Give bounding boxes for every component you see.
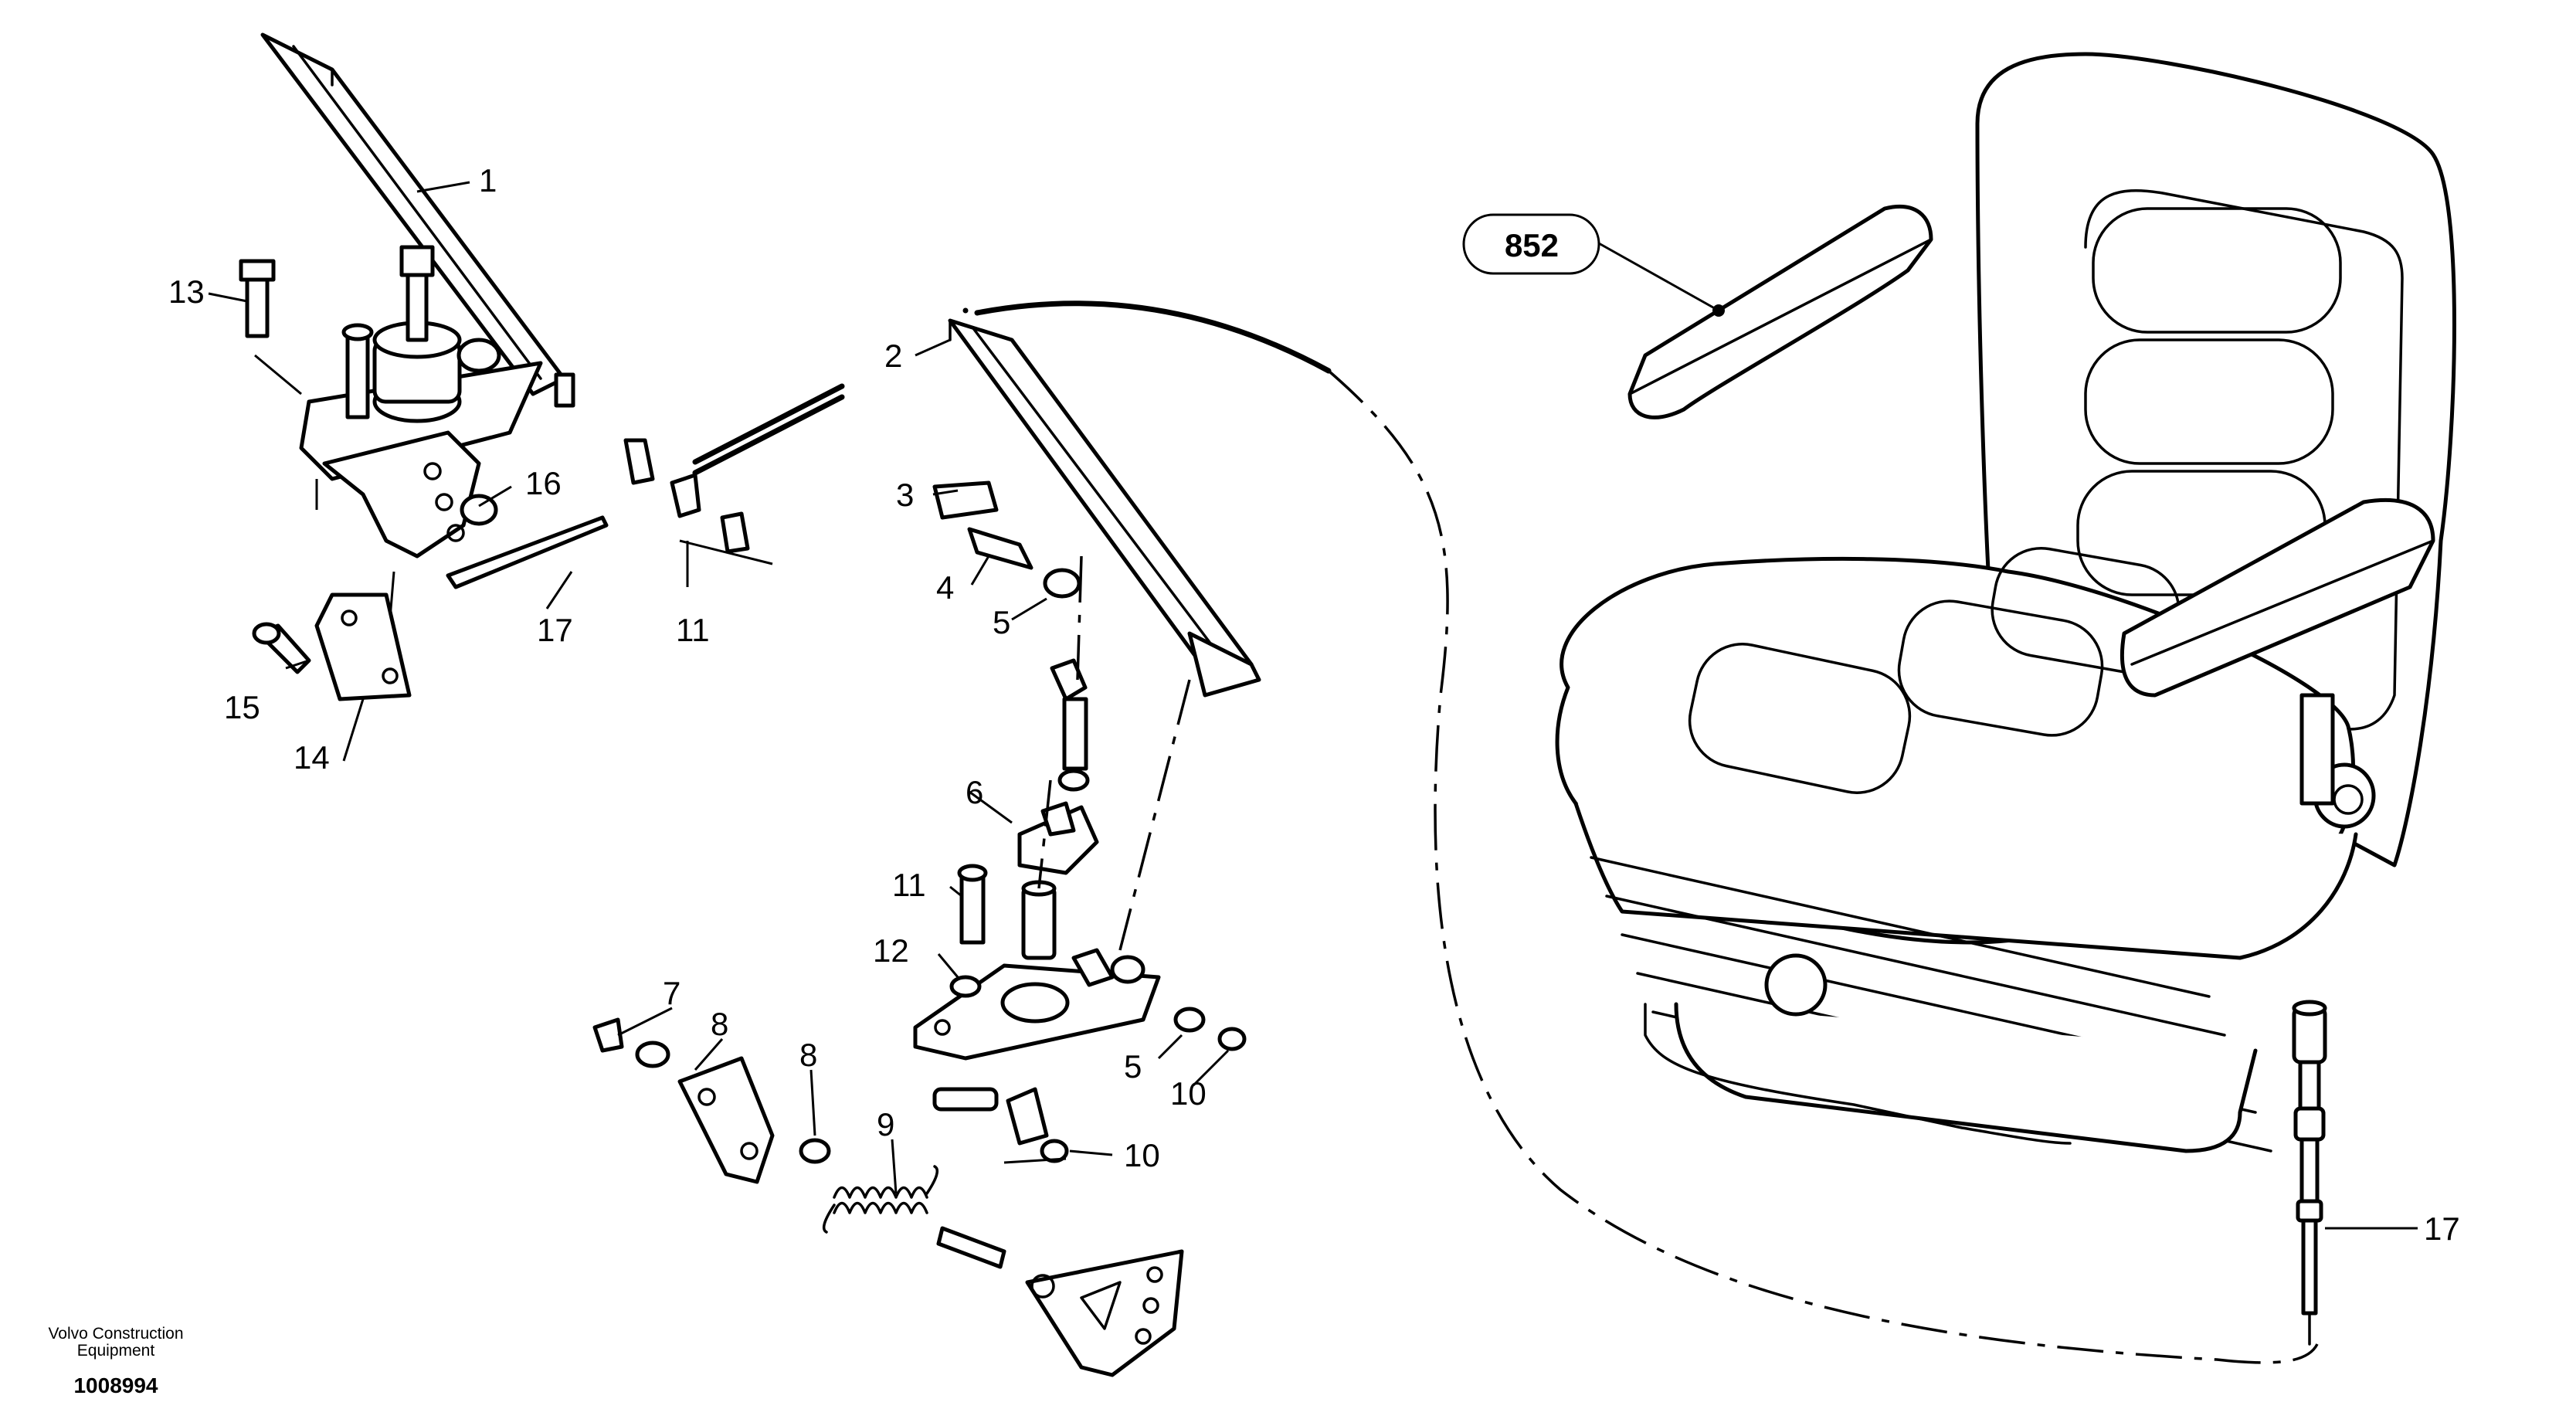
label-part-4: 4 — [936, 569, 954, 606]
reference-number: 852 — [1505, 227, 1559, 263]
part-labels: 1 13 16 17 11 15 14 2 3 4 5 6 11 12 5 10… — [168, 162, 2460, 1247]
label-part-5-top: 5 — [993, 604, 1010, 640]
label-part-2: 2 — [884, 338, 902, 374]
label-part-12: 12 — [873, 932, 909, 969]
company-caption: Volvo Construction Equipment — [39, 1326, 193, 1360]
label-part-16: 16 — [525, 465, 562, 501]
label-part-11-left: 11 — [676, 612, 710, 648]
label-part-10-right: 10 — [1170, 1075, 1207, 1112]
label-part-14: 14 — [294, 739, 330, 776]
lower-linkage-assembly — [592, 1017, 1184, 1377]
operator-seat — [1555, 52, 2456, 1153]
label-part-15: 15 — [224, 689, 260, 725]
left-pedal-assembly — [239, 32, 845, 701]
throttle-cable — [1327, 369, 2319, 1364]
label-part-17-right: 17 — [2424, 1210, 2460, 1247]
label-part-3: 3 — [896, 477, 914, 513]
label-part-8-right: 8 — [799, 1037, 817, 1073]
company-line-2: Equipment — [76, 1342, 155, 1360]
label-part-8-left: 8 — [711, 1006, 728, 1042]
label-part-9: 9 — [877, 1106, 894, 1142]
reference-callout-852: 852 — [1462, 213, 1600, 275]
drawing-number: 1008994 — [73, 1373, 158, 1397]
label-part-7: 7 — [663, 975, 680, 1011]
company-line-1: Volvo Construction — [48, 1325, 184, 1343]
center-pedal-assembly — [913, 300, 1332, 1163]
label-part-17-left: 17 — [537, 612, 573, 648]
label-part-5-bottom: 5 — [1124, 1048, 1142, 1085]
label-part-1: 1 — [479, 162, 497, 199]
label-part-6: 6 — [966, 774, 983, 810]
label-part-11-center: 11 — [892, 867, 926, 903]
right-cable-end — [2292, 1000, 2327, 1346]
label-part-13: 13 — [168, 273, 205, 310]
leader-lines — [208, 181, 2418, 1230]
label-part-10-bottom: 10 — [1124, 1137, 1160, 1173]
